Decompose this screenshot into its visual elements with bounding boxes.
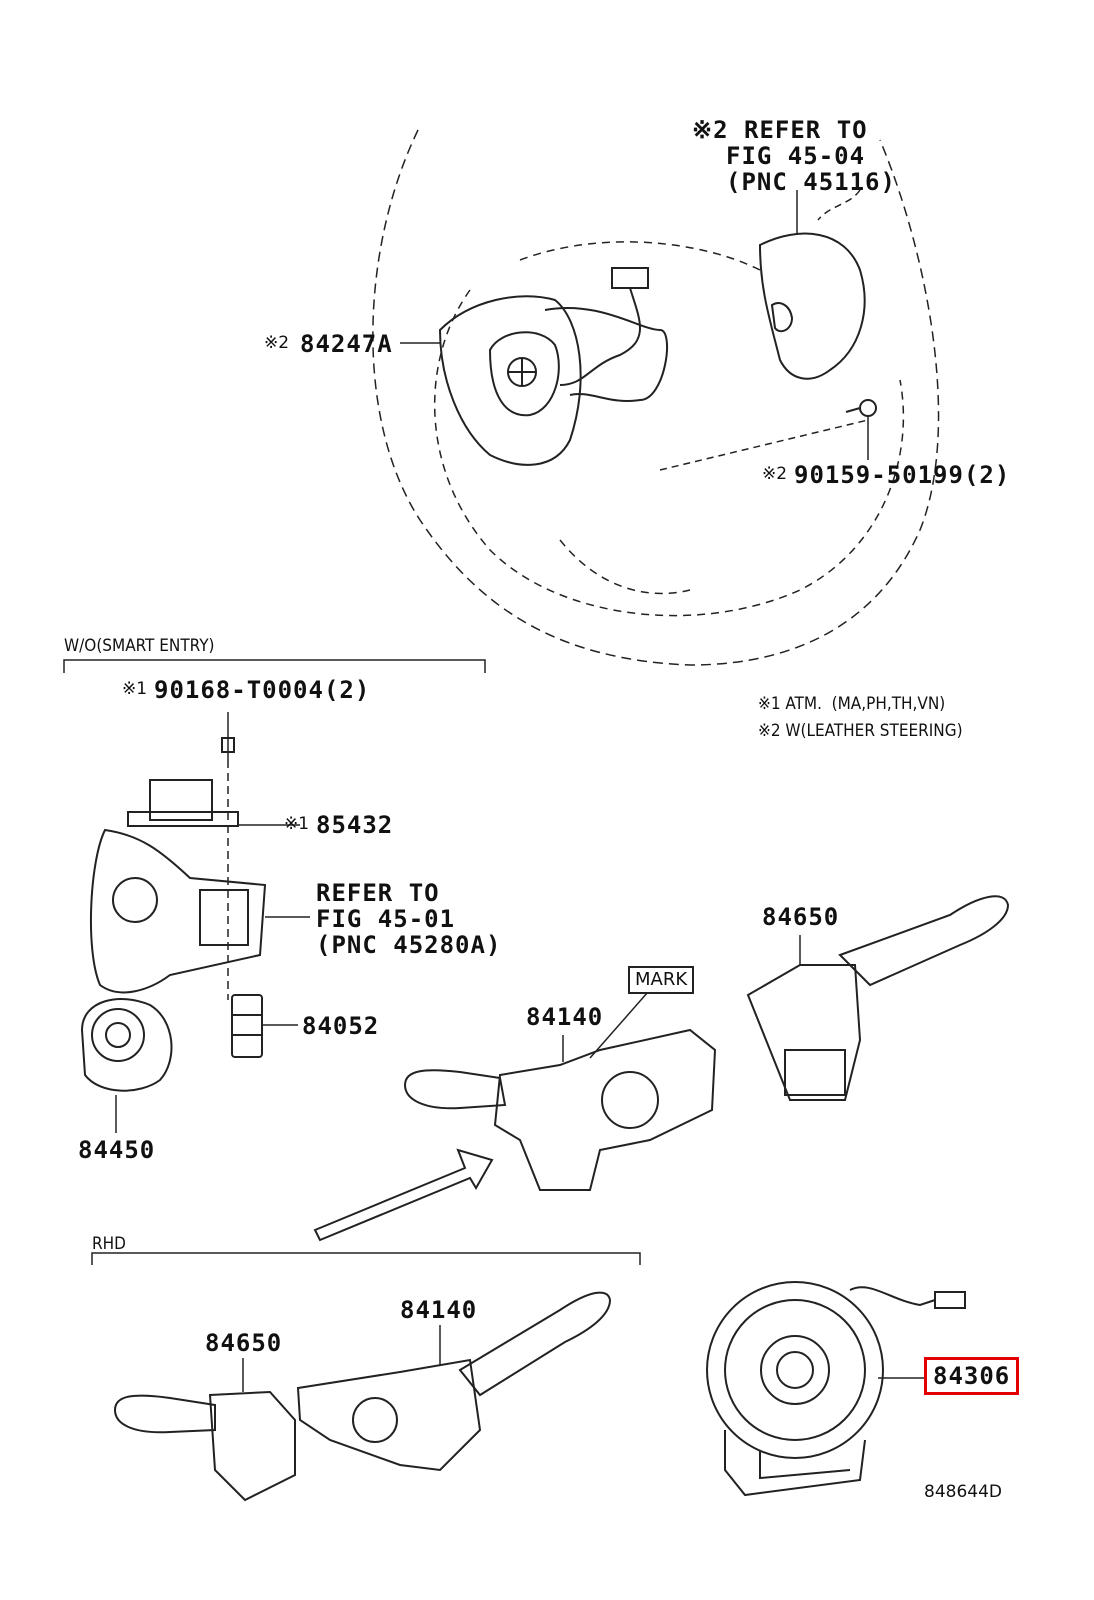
refer-fig-45-04-line1: ※2 REFER TO: [692, 116, 868, 144]
steering-wheel: [372, 129, 940, 666]
section-wo-smart-entry: W/O(SMART ENTRY): [64, 636, 215, 656]
part-84052-label[interactable]: 84052: [302, 1012, 380, 1040]
wire-harness: [544, 267, 668, 402]
part-84247a-label[interactable]: 84247A: [300, 330, 393, 358]
part-84450-label[interactable]: 84450: [78, 1136, 156, 1164]
part-84306-label-highlighted[interactable]: 84306: [924, 1357, 1020, 1395]
part-84650-lhd-label[interactable]: 84650: [762, 903, 840, 931]
left-switch-pad: [438, 295, 582, 466]
part-84450: [80, 998, 173, 1133]
part-84650-rhd: [113, 1358, 296, 1502]
part-84306: [706, 1281, 966, 1497]
part-84140-rhd: [296, 1291, 612, 1472]
ignition-assembly: [89, 712, 310, 1000]
part-85432-mark: ※1: [284, 814, 310, 834]
part-90159-label[interactable]: 90159-50199(2): [794, 461, 1011, 489]
part-85432-label[interactable]: 85432: [316, 811, 394, 839]
refer-fig-45-01-line2: FIG 45-01: [316, 905, 456, 933]
mark-box: MARK: [628, 966, 695, 994]
part-90168-mark: ※1: [122, 679, 148, 699]
refer-fig-45-01-line3: (PNC 45280A): [316, 931, 502, 959]
part-84140-rhd-label[interactable]: 84140: [400, 1296, 478, 1324]
note-1: ※1 ATM. (MA,PH,TH,VN): [758, 694, 946, 714]
part-84140-lhd: [313, 991, 717, 1242]
screw-90159: [659, 399, 877, 471]
part-84052: [231, 994, 298, 1058]
part-84247a-mark: ※2: [264, 333, 290, 353]
right-switch-pad: [758, 232, 866, 380]
part-84140-lhd-label[interactable]: 84140: [526, 1003, 604, 1031]
figure-id: 848644D: [924, 1482, 1002, 1502]
refer-fig-45-04-line2: FIG 45-04: [726, 142, 866, 170]
part-90159-mark: ※2: [762, 464, 788, 484]
part-90168-label[interactable]: 90168-T0004(2): [154, 676, 371, 704]
refer-fig-45-04-line3: (PNC 45116): [726, 168, 896, 196]
refer-fig-45-01-line1: REFER TO: [316, 879, 440, 907]
part-84650-rhd-label[interactable]: 84650: [205, 1329, 283, 1357]
section-rhd: RHD: [92, 1234, 126, 1254]
part-84650-lhd: [746, 895, 1010, 1101]
note-2: ※2 W(LEATHER STEERING): [758, 721, 963, 741]
